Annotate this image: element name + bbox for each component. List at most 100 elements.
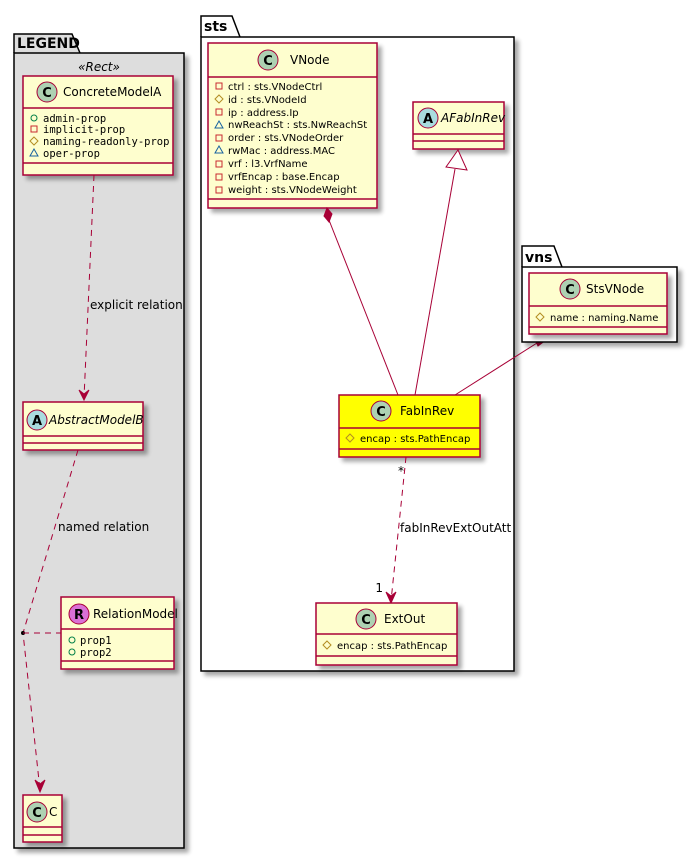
attr: implicit-prop (43, 124, 125, 136)
class-c-icon: C (26, 801, 48, 823)
protected-icon (535, 312, 545, 322)
generalization-triangle-icon (445, 148, 468, 171)
attr: ctrl : sts.VNodeCtrl (228, 82, 322, 93)
svg-text:A: A (32, 414, 42, 429)
svg-text:C: C (361, 613, 371, 628)
attr: vrf : l3.VrfName (228, 159, 308, 170)
private-icon (215, 186, 223, 194)
package-icon (29, 147, 39, 157)
svg-text:C: C (565, 283, 575, 298)
private-icon (215, 160, 223, 168)
class-a-icon: A (417, 107, 439, 129)
attr: vrfEncap : base.Encap (228, 172, 340, 183)
attr: admin-prop (43, 113, 106, 125)
attr-list: admin-prop implicit-prop naming-readonly… (29, 113, 169, 160)
class-name: ExtOut (384, 612, 425, 626)
attr: name : naming.Name (550, 313, 658, 324)
class-c-icon: C (257, 49, 279, 71)
package-stereotype: «Rect» (78, 60, 120, 74)
attr: naming-readonly-prop (43, 136, 169, 148)
class-vnode[interactable]: C VNode ctrl : sts.VNodeCtrl id : sts.VN… (207, 42, 378, 209)
arrow-head-icon (385, 591, 397, 605)
private-icon (215, 134, 223, 142)
attr: encap : sts.PathEncap (360, 434, 470, 445)
class-c-icon: C (36, 81, 58, 103)
package-name: vns (525, 250, 552, 266)
package-tab (521, 245, 563, 268)
package-tab (13, 33, 81, 54)
attr-list: ctrl : sts.VNodeCtrl id : sts.VNodeId ip… (214, 82, 367, 196)
relation-label: fabInRevExtOutAtt (400, 521, 511, 535)
package-icon (214, 119, 224, 129)
class-name: RelationModel (93, 607, 178, 621)
class-afabinrev[interactable]: A AFabInRev (412, 101, 506, 150)
attr: weight : sts.VNodeWeight (228, 185, 357, 196)
class-c-icon: C (559, 278, 581, 300)
class-extout[interactable]: C ExtOut encap : sts.PathEncap (315, 602, 458, 666)
class-a-icon: A (26, 409, 48, 431)
class-concrete-model-a[interactable]: C ConcreteModelA admin-prop implicit-pro… (22, 75, 174, 176)
attr: oper-prop (43, 148, 100, 160)
protected-icon (322, 640, 332, 650)
class-name: C (49, 805, 57, 819)
source-multiplicity: * (398, 464, 404, 478)
class-name: AbstractModelB (48, 413, 144, 427)
class-relation-model[interactable]: R RelationModel prop1 prop2 (60, 596, 178, 670)
class-r-icon: R (68, 603, 90, 625)
attr: prop2 (80, 647, 112, 659)
relation-label: named relation (58, 520, 149, 534)
attr: order : sts.VNodeOrder (228, 133, 344, 144)
edge-explicit-relation: explicit relation (78, 174, 183, 402)
class-c-icon: C (355, 608, 377, 630)
protected-icon (29, 136, 39, 146)
arrow-head-icon (78, 389, 90, 402)
private-icon (215, 82, 223, 90)
svg-text:C: C (376, 405, 386, 420)
class-name: AFabInRev (440, 111, 506, 125)
class-c-icon: C (370, 400, 392, 422)
package-name: LEGEND (17, 36, 80, 52)
public-icon (68, 636, 76, 644)
attr: ip : address.Ip (228, 108, 299, 119)
svg-text:C: C (42, 86, 52, 101)
svg-text:R: R (74, 608, 84, 623)
attr: encap : sts.PathEncap (337, 641, 447, 652)
target-multiplicity: 1 (375, 581, 383, 595)
private-icon (215, 173, 223, 181)
composition-diamond-icon (323, 207, 333, 223)
attr: nwReachSt : sts.NwReachSt (228, 120, 367, 131)
package-icon (214, 144, 224, 154)
public-icon (30, 114, 38, 122)
class-name: ConcreteModelA (63, 85, 162, 99)
attr: rwMac : address.MAC (228, 146, 335, 157)
class-name: StsVNode (586, 282, 644, 296)
attr: prop1 (80, 635, 112, 647)
edge-named-relation: named relation (21, 449, 149, 794)
class-c[interactable]: C C (22, 794, 63, 843)
protected-icon (345, 433, 355, 443)
class-box (22, 75, 174, 176)
edge-fabinrev-extout: * 1 fabInRevExtOutAtt (375, 456, 511, 605)
attr: id : sts.VNodeId (228, 95, 307, 106)
class-stsvnode[interactable]: C StsVNode name : naming.Name (528, 272, 668, 335)
relation-label: explicit relation (90, 298, 183, 312)
arrow-head-icon (34, 779, 46, 794)
package-name: sts (204, 19, 227, 35)
protected-icon (214, 94, 224, 104)
class-box (22, 401, 144, 451)
private-icon (215, 108, 223, 116)
svg-text:C: C (32, 806, 42, 821)
package-tab (200, 15, 241, 38)
class-name: FabInRev (400, 404, 454, 418)
class-abstract-model-b[interactable]: A AbstractModelB (22, 401, 144, 451)
class-fabinrev[interactable]: C FabInRev encap : sts.PathEncap (338, 394, 481, 458)
edge-fabinrev-afabinrev-generalization (414, 148, 468, 396)
edge-vnode-fabinrev-composition (323, 207, 399, 396)
class-box (528, 272, 668, 335)
private-icon (30, 125, 38, 133)
public-icon (68, 648, 76, 656)
svg-text:A: A (423, 112, 433, 127)
svg-text:C: C (263, 54, 273, 69)
class-name: VNode (290, 53, 330, 67)
